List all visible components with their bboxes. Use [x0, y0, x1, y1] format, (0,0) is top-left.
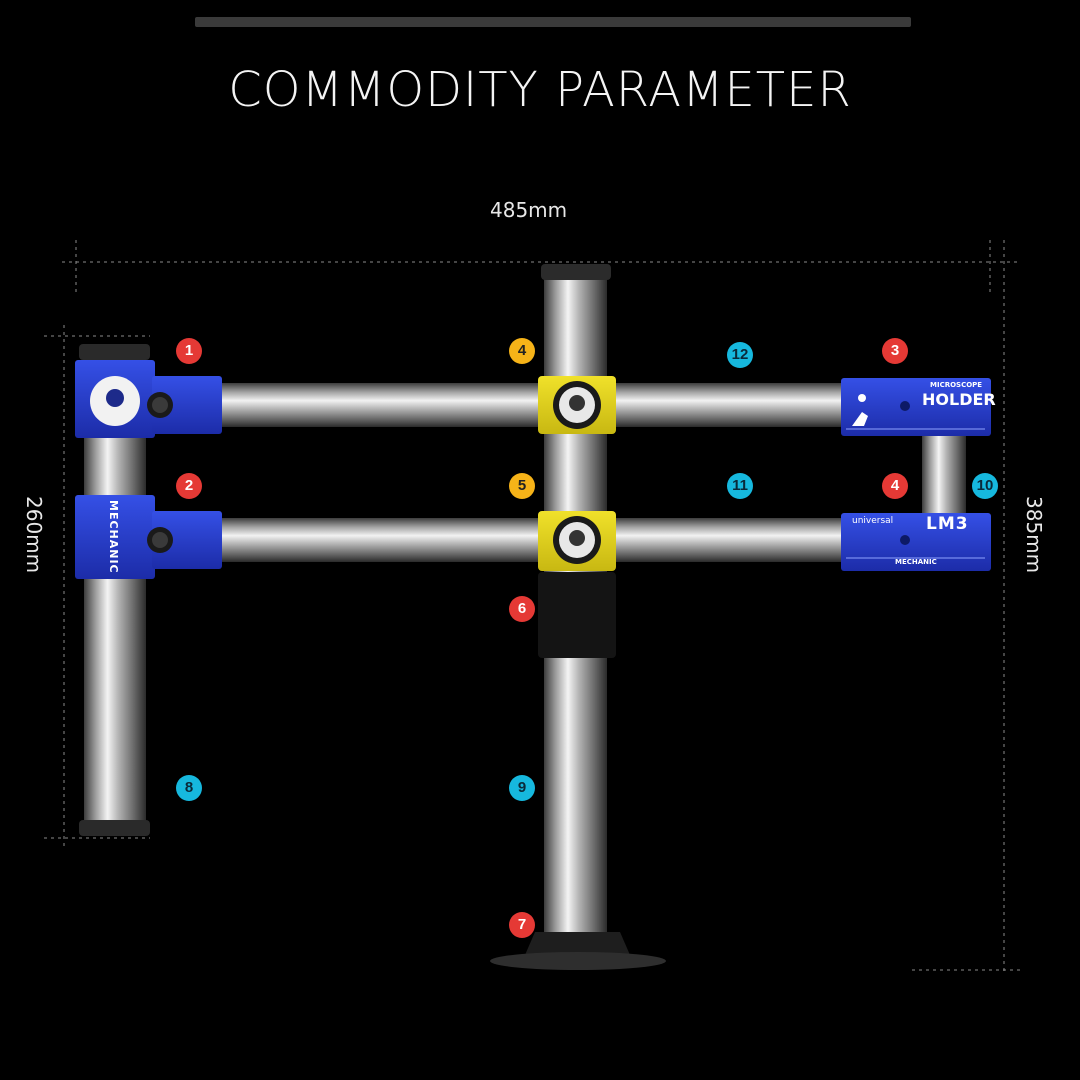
- center-upper-clamp: [538, 376, 616, 434]
- callout-badge: 8: [176, 775, 202, 801]
- base-cone: [525, 932, 630, 955]
- base-plate: [490, 952, 666, 970]
- callout-badge: 2: [176, 473, 202, 499]
- page-title: COMMODITY PARAMETER: [228, 62, 852, 118]
- callout-badge: 5: [509, 473, 535, 499]
- right-upper-head: [841, 378, 991, 436]
- left-upper-clamp: [75, 360, 222, 438]
- lower-horizontal-arm: [218, 518, 848, 562]
- callout-badge: 6: [509, 596, 535, 622]
- width-dimension-label: 485mm: [490, 198, 568, 222]
- holder-label: HOLDER: [922, 390, 996, 409]
- right-lower-head: [841, 513, 991, 571]
- callout-badge: 12: [727, 342, 753, 368]
- callout-badge: 1: [176, 338, 202, 364]
- center-pole-cap: [541, 264, 611, 280]
- left-rod-top-cap: [79, 344, 150, 360]
- right-connector-rod: [922, 430, 966, 516]
- universal-label: universal: [852, 516, 894, 526]
- left-rod-bottom-cap: [79, 820, 150, 836]
- left-lower-clamp: [75, 495, 222, 579]
- callout-badge: 7: [509, 912, 535, 938]
- center-lower-clamp: [538, 511, 616, 571]
- microscope-icon: [852, 412, 868, 426]
- dimension-lines: [44, 240, 1022, 972]
- lm3-label: LM3: [926, 514, 969, 534]
- callout-badge: 11: [727, 473, 753, 499]
- callout-badge: 10: [972, 473, 998, 499]
- microscope-label: MICROSCOPE: [930, 381, 983, 389]
- callout-badge: 4: [882, 473, 908, 499]
- left-lower-clamp-brand: MECHANIC: [107, 500, 120, 574]
- center-pole-collar: [538, 572, 616, 658]
- callout-badge: 3: [882, 338, 908, 364]
- right-lower-brand-label: MECHANIC: [895, 558, 937, 566]
- top-divider-bar: [195, 17, 911, 27]
- upper-horizontal-arm: [218, 383, 848, 427]
- callout-badge: 4: [509, 338, 535, 364]
- callout-badge: 9: [509, 775, 535, 801]
